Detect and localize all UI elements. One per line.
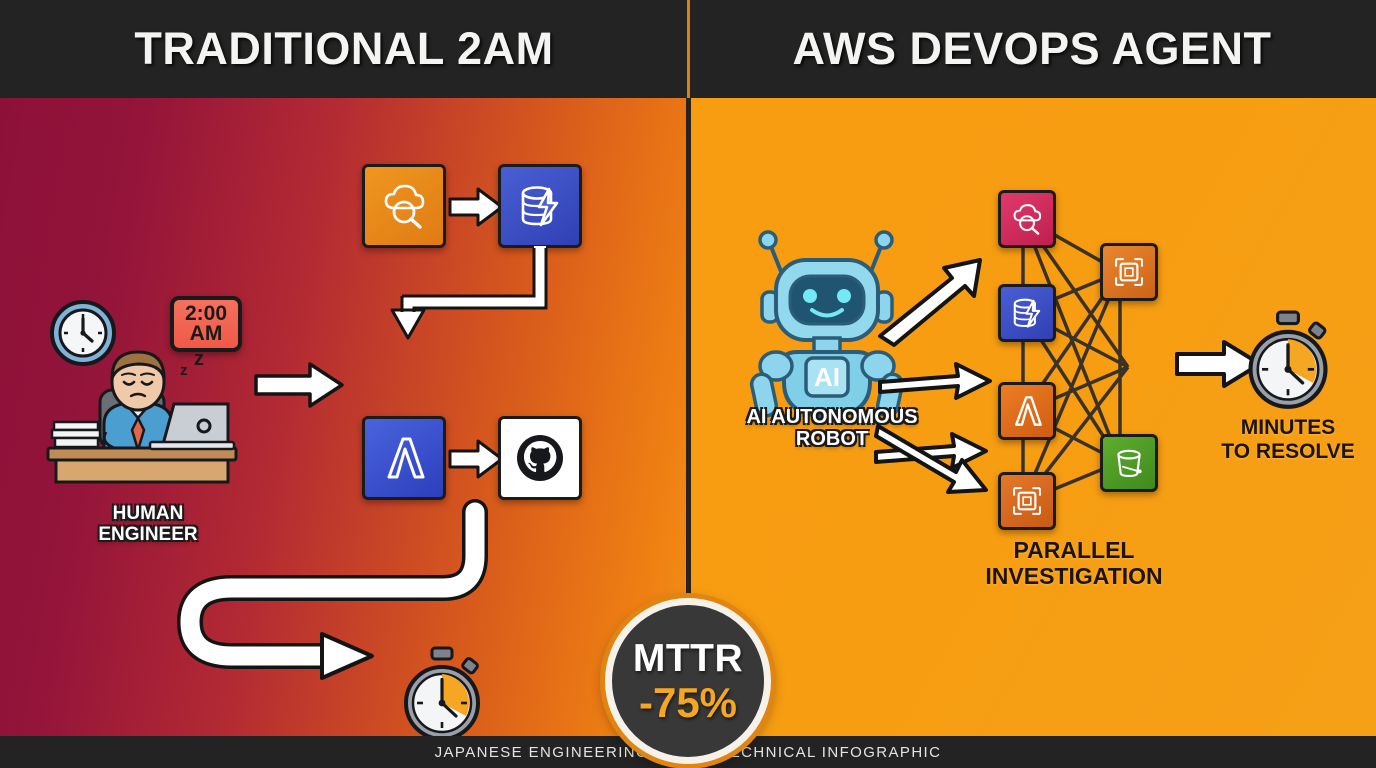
dispatch-arrow-1 bbox=[878, 258, 982, 347]
service-tile-ec2-agent[interactable] bbox=[998, 472, 1056, 530]
traditional-panel: 2:00 AM z z bbox=[0, 98, 688, 736]
sleep-z-small: z bbox=[180, 362, 188, 379]
dynamodb-icon bbox=[521, 186, 559, 227]
service-tile-cloudwatch-agent[interactable] bbox=[998, 190, 1056, 248]
human-engineer-label-line1: HUMAN bbox=[112, 503, 184, 524]
parallel-investigation-line1: PARALLEL bbox=[1013, 537, 1135, 563]
minutes-stopwatch-icon bbox=[1240, 310, 1336, 417]
left-panel-title: TRADITIONAL 2AM bbox=[134, 23, 554, 74]
parallel-dispatch-arrow-4-wrap bbox=[874, 418, 1004, 513]
ec2-icon bbox=[1115, 258, 1143, 286]
minutes-to-resolve-line2: TO RESOLVE bbox=[1221, 439, 1355, 463]
alarm-time-meridiem: AM bbox=[189, 322, 223, 345]
wall-clock-icon bbox=[48, 298, 118, 373]
github-icon bbox=[517, 435, 563, 481]
human-engineer-label-line2: ENGINEER bbox=[98, 524, 198, 546]
dynamodb-icon bbox=[1013, 298, 1041, 328]
ai-robot-label-line2: ROBOT bbox=[795, 428, 869, 451]
parallel-dispatch-arrows bbox=[874, 206, 1004, 491]
connector-dynamodb-to-lambda bbox=[368, 242, 568, 361]
mttr-label: MTTR bbox=[632, 636, 744, 680]
dispatch-arrow-3 bbox=[874, 432, 988, 470]
panel-divider bbox=[686, 98, 691, 736]
lambda-icon bbox=[1015, 396, 1042, 426]
agent-panel: AI AI AUTONOMOUS ROBOT bbox=[688, 98, 1376, 736]
service-tile-github[interactable] bbox=[498, 416, 582, 500]
service-tile-lambda-agent[interactable] bbox=[998, 382, 1056, 440]
human-engineer-illustration bbox=[42, 338, 242, 493]
dispatch-arrow-4 bbox=[874, 424, 988, 494]
arrow-cloudwatch-to-dynamodb bbox=[448, 184, 504, 235]
dispatch-arrow-2 bbox=[878, 362, 992, 400]
service-tile-cloudwatch[interactable] bbox=[362, 164, 446, 248]
arrow-lambda-to-github bbox=[448, 436, 504, 487]
cloudwatch-icon bbox=[384, 184, 425, 229]
service-tile-ec2-secondary[interactable] bbox=[1100, 243, 1158, 301]
ai-robot-illustration: AI bbox=[736, 226, 918, 427]
service-tile-lambda[interactable] bbox=[362, 416, 446, 500]
hours-stopwatch-icon bbox=[396, 646, 488, 736]
ec2-icon bbox=[1013, 487, 1041, 515]
arrow-mesh-to-outcome bbox=[1174, 336, 1264, 397]
parallel-investigation-line2: INVESTIGATION bbox=[985, 562, 1163, 589]
human-engineer-label: HUMAN ENGINEER bbox=[48, 503, 248, 546]
ai-robot-label-line1: AI AUTONOMOUS bbox=[746, 406, 918, 428]
mttr-value: -75% bbox=[638, 678, 738, 726]
header-divider bbox=[687, 0, 690, 98]
alarm-time-badge: 2:00 AM bbox=[170, 296, 242, 352]
arrow-workflow-to-outcome bbox=[150, 496, 550, 736]
cloudwatch-icon bbox=[1013, 204, 1042, 235]
s3-icon bbox=[1117, 449, 1142, 477]
sleep-z-large: z bbox=[194, 348, 204, 370]
alarm-time-hours: 2:00 bbox=[184, 302, 228, 326]
minutes-to-resolve-line1: MINUTES bbox=[1240, 416, 1336, 439]
header-right: AWS DEVOPS AGENT bbox=[688, 0, 1376, 98]
panels-container: 2:00 AM z z bbox=[0, 98, 1376, 764]
robot-chest-badge-text: AI bbox=[814, 362, 840, 392]
header-left: TRADITIONAL 2AM bbox=[0, 0, 688, 98]
parallel-investigation-label: PARALLEL INVESTIGATION bbox=[954, 537, 1194, 590]
ai-robot-label: AI AUTONOMOUS ROBOT bbox=[710, 406, 954, 451]
lambda-icon bbox=[387, 437, 425, 479]
right-panel-title: AWS DEVOPS AGENT bbox=[792, 23, 1272, 74]
mttr-badge: MTTR -75% bbox=[605, 598, 771, 764]
service-tile-dynamodb-agent[interactable] bbox=[998, 284, 1056, 342]
service-tile-s3[interactable] bbox=[1100, 434, 1158, 492]
service-tile-dynamodb[interactable] bbox=[498, 164, 582, 248]
arrow-engineer-to-cloudwatch bbox=[252, 356, 348, 419]
minutes-to-resolve-label: MINUTES TO RESOLVE bbox=[1188, 416, 1376, 463]
